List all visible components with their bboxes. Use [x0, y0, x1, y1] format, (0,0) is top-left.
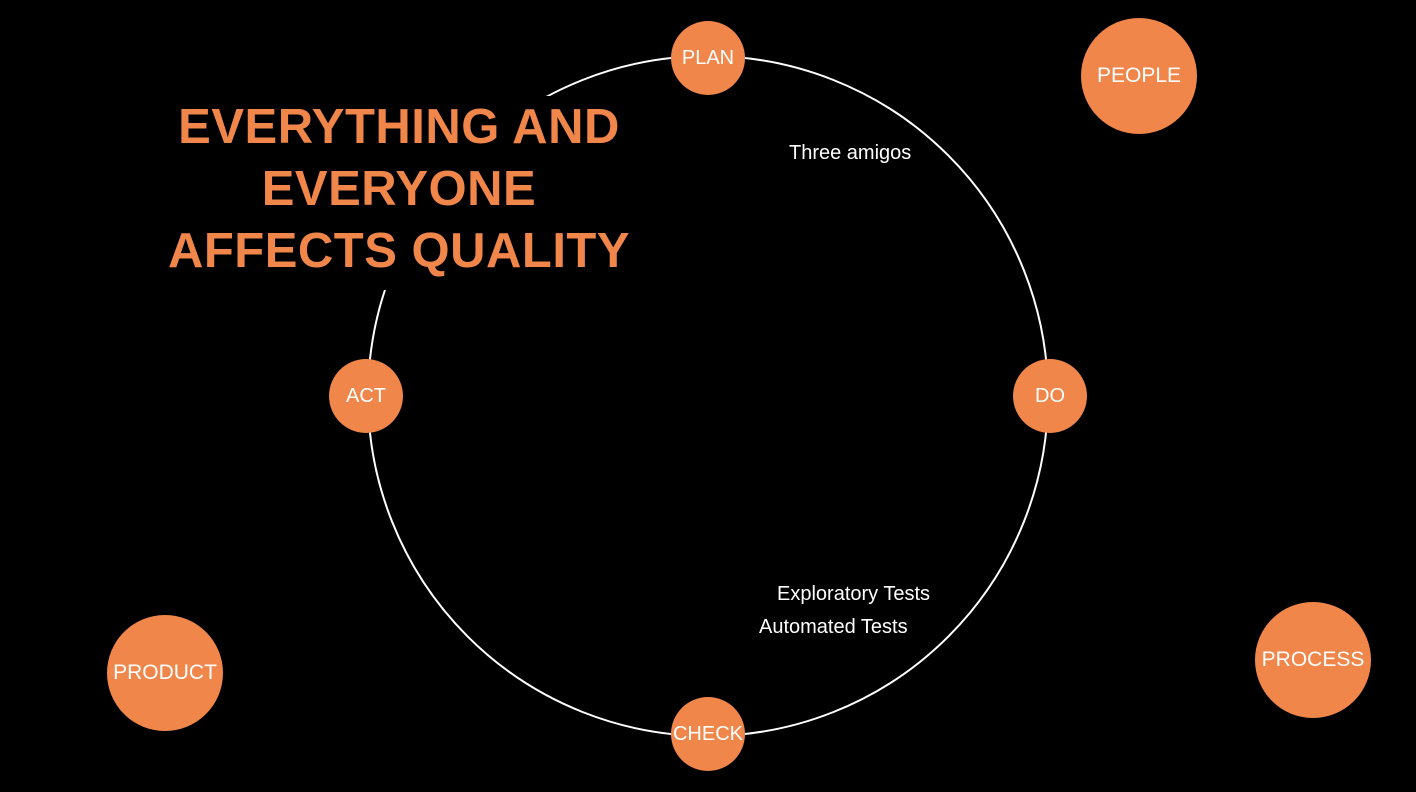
- plan-node: PLAN: [671, 21, 745, 95]
- product-node: PRODUCT: [107, 615, 223, 731]
- headline-line-3: AFFECTS QUALITY: [167, 224, 631, 278]
- headline: EVERYTHING AND EVERYONE AFFECTS QUALITY: [150, 96, 648, 290]
- do-node: DO: [1013, 359, 1087, 433]
- check-node: CHECK: [671, 697, 745, 771]
- three-amigos-note: Three amigos: [789, 142, 912, 164]
- headline-line-1: EVERYTHING AND: [178, 100, 620, 154]
- process-node: PROCESS: [1255, 602, 1371, 718]
- act-node: ACT: [329, 359, 403, 433]
- exploratory-tests-note: Exploratory Tests: [777, 583, 931, 605]
- automated-tests-note: Automated Tests: [759, 616, 908, 638]
- people-node: PEOPLE: [1081, 18, 1197, 134]
- headline-line-2: EVERYONE: [261, 162, 537, 216]
